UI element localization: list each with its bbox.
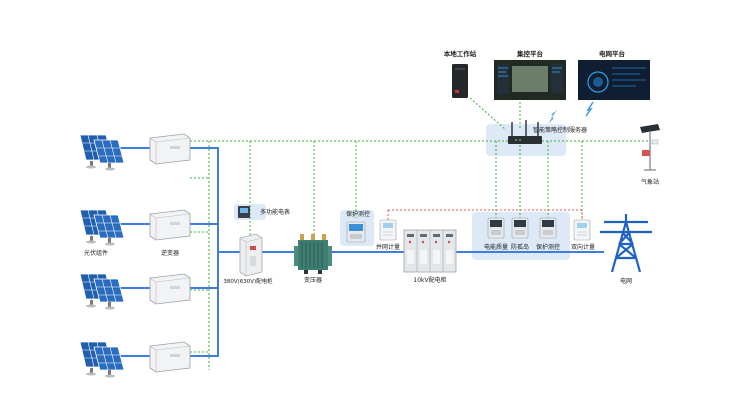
cabinet-380v <box>239 233 263 277</box>
switch-cabinet-icon <box>239 233 263 277</box>
monitor-device-icon <box>487 217 505 239</box>
relay-icon <box>346 221 366 243</box>
weather-station-label: 气象站 <box>641 178 659 186</box>
transformer-label: 变压器 <box>304 276 322 284</box>
smart-server-label: 智能策略控制服务器 <box>533 126 587 134</box>
pc-tower-icon <box>452 64 468 98</box>
cabinet-10kv-label: 10kV配电柜 <box>413 276 446 284</box>
power-quality-device <box>487 217 505 239</box>
weather-station-icon <box>640 124 660 171</box>
inverter-4 <box>149 341 191 373</box>
inverter-icon <box>149 273 191 305</box>
grid-meter <box>379 219 397 241</box>
inverter-3 <box>149 273 191 305</box>
monitor-device-icon <box>511 217 529 239</box>
transformer-icon <box>294 234 332 274</box>
solar-array-4 <box>79 341 125 378</box>
solar-array-1 <box>79 134 125 171</box>
protection-2-label: 保护测控 <box>536 243 560 251</box>
smart-server <box>508 120 542 144</box>
grid-platform <box>578 60 650 100</box>
cabinet-10kv <box>403 229 457 273</box>
pv-module-label: 光伏组件 <box>84 249 108 257</box>
local-workstation <box>452 64 468 98</box>
grid-platform-label: 电网平台 <box>599 49 626 58</box>
local-workstation-label: 本地工作站 <box>444 49 477 58</box>
control-platform <box>494 60 566 100</box>
wireless-link-icon <box>548 110 557 124</box>
inverter-label: 逆变器 <box>161 249 179 257</box>
control-platform-label: 集控平台 <box>516 49 544 58</box>
inverter-icon <box>149 133 191 165</box>
inverter-icon <box>149 209 191 241</box>
transmission-tower-icon <box>600 214 652 273</box>
multi-meter-label: 多功能电表 <box>260 208 290 216</box>
cabinet-380-label: 380V(630V)配电柜 <box>223 277 273 285</box>
inverter-1 <box>149 133 191 165</box>
inverter-2 <box>149 209 191 241</box>
power-quality-label: 电能质量 <box>484 243 508 251</box>
weather-station <box>640 124 660 171</box>
meter-icon <box>238 206 250 218</box>
router-icon <box>508 120 542 144</box>
monitor-device-icon <box>539 217 557 239</box>
metering-comm-line <box>387 209 583 220</box>
protection-device-2 <box>539 217 557 239</box>
bidirectional-metering-label: 双向计量 <box>571 243 595 251</box>
protection-1-label: 保护测控 <box>346 210 370 218</box>
solar-array-2 <box>79 209 125 246</box>
multi-meter <box>238 206 250 218</box>
protection-device-1 <box>346 221 366 243</box>
grid-label: 电网 <box>620 277 632 285</box>
switchgear-icon <box>403 229 457 273</box>
bidirectional-meter <box>573 219 591 241</box>
monitor-screen-icon <box>578 60 650 100</box>
power-lines <box>118 147 604 357</box>
energy-meter-icon <box>379 219 397 241</box>
energy-meter-icon <box>573 219 591 241</box>
grid-tower <box>600 214 652 273</box>
comm-lines <box>190 97 648 370</box>
wireless-link-icon-2 <box>585 101 594 117</box>
solar-panel-icon <box>79 341 125 378</box>
anti-islanding-label: 防孤岛 <box>511 243 529 251</box>
solar-panel-icon <box>79 273 125 310</box>
anti-islanding-device <box>511 217 529 239</box>
solar-array-3 <box>79 273 125 310</box>
grid-metering-label: 并网计量 <box>376 243 400 251</box>
inverter-icon <box>149 341 191 373</box>
solar-panel-icon <box>79 209 125 246</box>
solar-panel-icon <box>79 134 125 171</box>
transformer <box>294 234 332 274</box>
monitor-screen-icon <box>494 60 566 100</box>
